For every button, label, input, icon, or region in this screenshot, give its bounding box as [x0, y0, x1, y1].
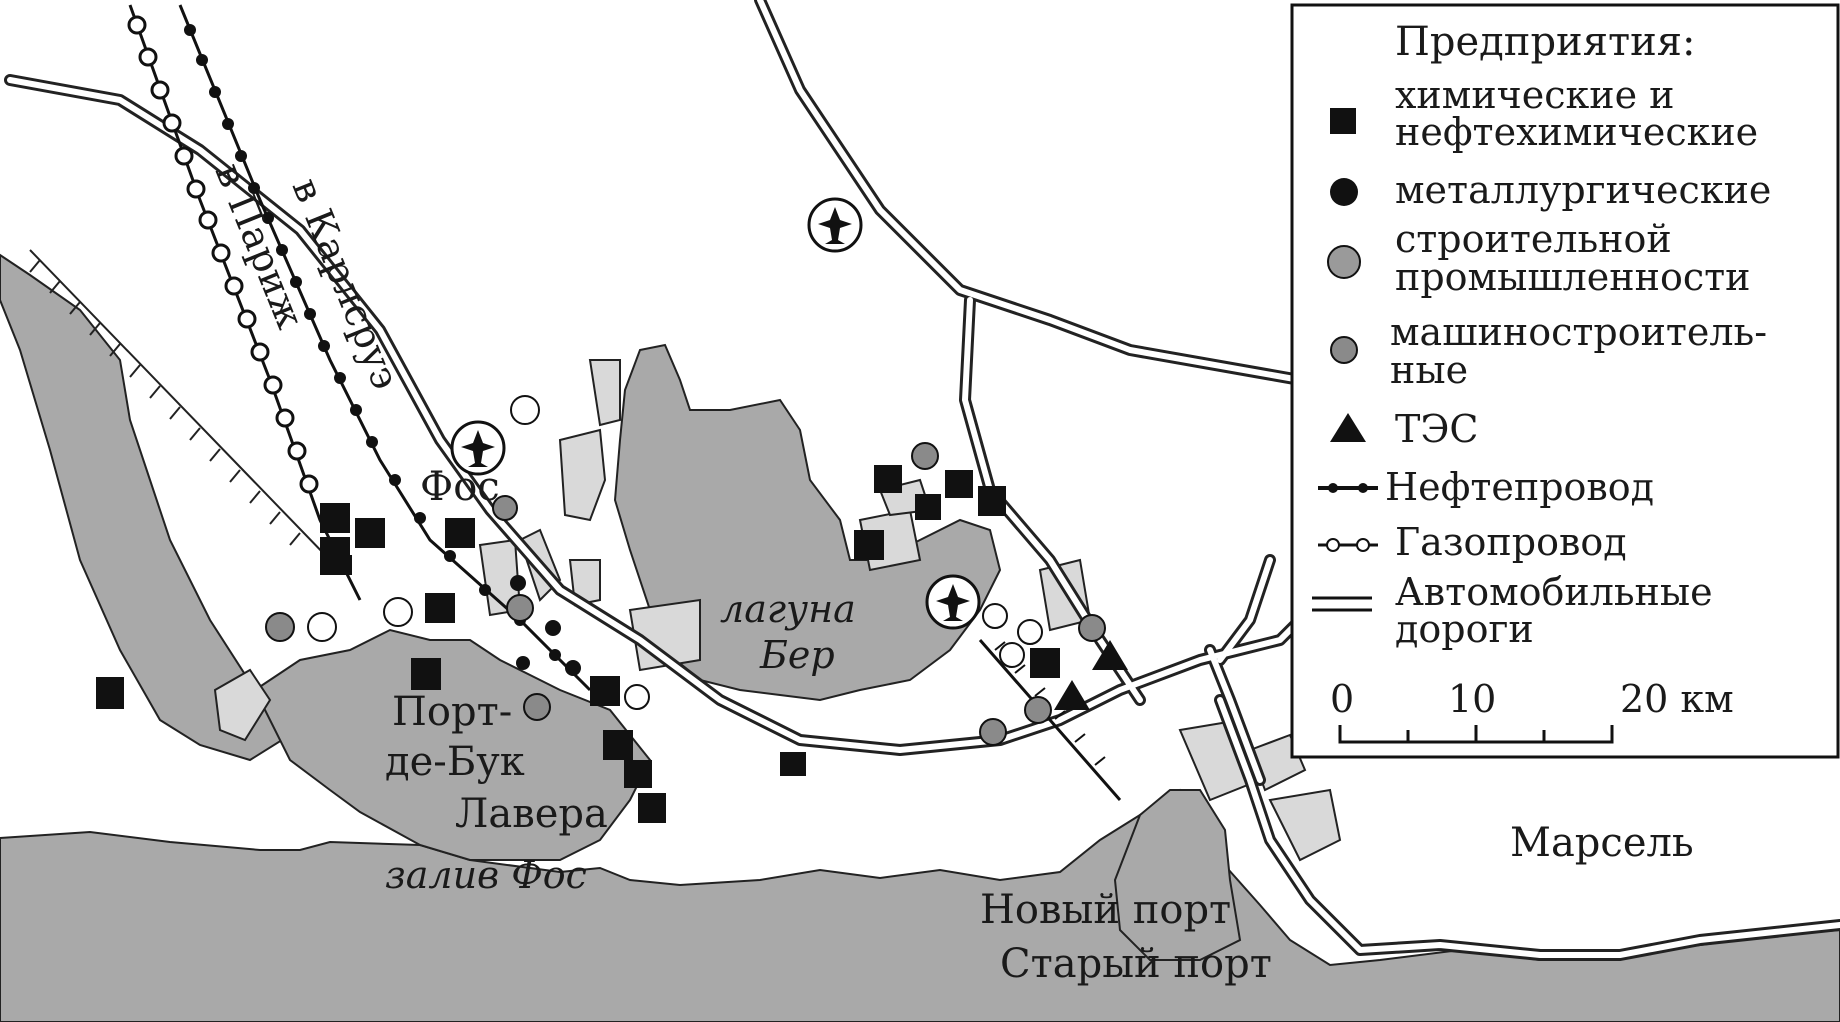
- airport-icon: [450, 420, 506, 476]
- legend-title: Предприятия:: [1395, 19, 1695, 65]
- airport-icon: [807, 197, 863, 253]
- label-lagoon-line2: Бер: [759, 633, 835, 677]
- label-port-de-buk-line1: Порт-: [392, 689, 512, 735]
- legend: Предприятия: химические и нефтехимически…: [1290, 3, 1840, 759]
- chemical-plant-markers: [96, 465, 1060, 823]
- label-fos: Фос: [420, 464, 500, 510]
- legend-chem-line1: химические и: [1395, 73, 1675, 117]
- legend-frame: [1290, 3, 1840, 759]
- legend-road-icon: [1312, 596, 1372, 612]
- legend-oil-line-icon: [1318, 483, 1378, 493]
- label-port-de-buk-line2: де-Бук: [385, 739, 525, 785]
- legend-build-line2: промышленности: [1395, 255, 1750, 299]
- scale-label-0: 0: [1330, 677, 1354, 721]
- label-gulf: залив Фос: [385, 853, 587, 897]
- legend-mach-line1: машиностроитель-: [1390, 310, 1767, 354]
- label-new-port: Новый порт: [980, 887, 1231, 933]
- legend-gas: Газопровод: [1395, 520, 1627, 564]
- label-lavera: Лавера: [455, 791, 608, 837]
- legend-square-icon: [1330, 108, 1356, 134]
- airport-icon: [925, 574, 981, 630]
- legend-oil: Нефтепровод: [1385, 465, 1654, 509]
- legend-mach-line2: ные: [1390, 348, 1468, 392]
- legend-metal: металлургические: [1395, 168, 1771, 212]
- legend-triangle-icon: [1330, 413, 1366, 442]
- marseille-water: [1113, 789, 1242, 961]
- legend-build-line1: строительной: [1395, 217, 1672, 261]
- scale-label-10: 10: [1448, 677, 1496, 721]
- legend-grey-circle-icon: [1330, 336, 1358, 364]
- lagoon-water: [613, 343, 1002, 702]
- hatched-coast: [29, 249, 331, 561]
- construction-plant-markers: [307, 395, 1043, 710]
- legend-chem-line2: нефтехимические: [1395, 110, 1758, 154]
- legend-roads-line2: дороги: [1395, 607, 1534, 651]
- gas-pipeline: [127, 4, 362, 601]
- label-marseille: Марсель: [1510, 820, 1694, 866]
- marseille-pipeline: [978, 639, 1122, 801]
- power-plant-markers: [1054, 640, 1128, 710]
- legend-tes: ТЭС: [1395, 407, 1479, 451]
- scale-bar: [1338, 725, 1614, 744]
- legend-gas-line-icon: [1318, 538, 1378, 552]
- legend-light-circle-icon: [1327, 245, 1361, 279]
- label-lagoon-line1: лагуна: [720, 587, 856, 631]
- label-old-port: Старый порт: [1000, 941, 1272, 987]
- scale-label-20: 20 км: [1620, 677, 1734, 721]
- legend-black-circle-icon: [1330, 178, 1358, 206]
- machine-plant-markers: [265, 442, 1106, 746]
- metallurgical-plant-markers: [510, 575, 581, 676]
- legend-roads-line1: Автомобильные: [1395, 570, 1713, 614]
